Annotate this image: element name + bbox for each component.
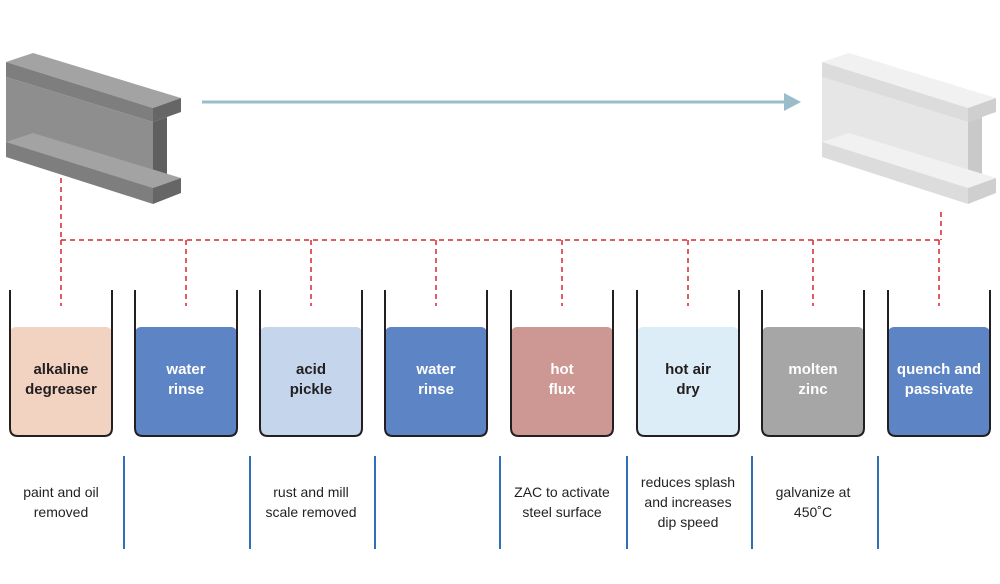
tank-liquid [762, 327, 864, 436]
notes: paint and oil removed rust and mill scale r… [23, 474, 850, 530]
process-note: paint and oil removed [23, 484, 99, 520]
tank-outline [9, 290, 113, 437]
process-tank: acid pickle [259, 290, 363, 437]
beam-top-flange-front [822, 62, 968, 122]
process-tank: hot flux [510, 290, 614, 437]
tank-liquid [385, 327, 487, 436]
tank-outline [134, 290, 238, 437]
tank-label-line1: acid [296, 361, 326, 378]
tank-outline [636, 290, 740, 437]
tank-label-line2: rinse [168, 381, 204, 398]
tank-liquid [511, 327, 613, 436]
tank-outline [510, 290, 614, 437]
process-tank: hot air dry [636, 290, 740, 437]
tank-label-line1: alkaline [33, 361, 88, 378]
process-note-line: steel surface [522, 504, 602, 520]
beam-top-flange-top [6, 53, 181, 108]
tank-label-line1: quench and [897, 361, 981, 378]
tank-label-line2: passivate [905, 381, 973, 398]
tank-label-line2: dry [676, 381, 700, 398]
tanks: alkaline degreaser water rinse acid pickle wat… [9, 290, 991, 437]
process-tank: alkaline degreaser [9, 290, 113, 437]
process-note-line: scale removed [265, 504, 356, 520]
process-note: galvanize at 450˚C [776, 484, 851, 520]
tank-outline [259, 290, 363, 437]
tank-liquid [260, 327, 362, 436]
tank-label-line1: hot air [665, 361, 711, 378]
tank-liquid [637, 327, 739, 436]
tank-liquid [888, 327, 990, 436]
process-note-line: rust and mill [273, 484, 348, 500]
tank-label-line2: zinc [798, 381, 827, 398]
beam-bottom-flange-top [822, 133, 996, 188]
tank-label-line1: water [415, 361, 455, 378]
beam-top-flange-end [968, 98, 996, 122]
tank-outline [384, 290, 488, 437]
beam-web-end [153, 117, 167, 188]
dashed-connector-lines [60, 178, 942, 306]
process-note-line: paint and oil [23, 484, 99, 500]
process-tank: water rinse [384, 290, 488, 437]
tank-label-line2: flux [549, 381, 576, 398]
beam-bottom-flange-front [6, 142, 153, 204]
process-note-line: dip speed [658, 514, 719, 530]
tank-label-line1: hot [550, 361, 573, 378]
tank-label-line1: molten [788, 361, 837, 378]
tank-liquid [10, 327, 112, 436]
process-note-line: and increases [644, 494, 731, 510]
tank-outline [761, 290, 865, 437]
beam-web-end [968, 117, 982, 188]
beam-bottom-flange-end [968, 178, 996, 204]
galvanized-steel-beam-icon [822, 53, 996, 204]
process-note: reduces splash and increases dip speed [641, 474, 735, 530]
process-tank: water rinse [134, 290, 238, 437]
process-note-line: galvanize at [776, 484, 851, 500]
beam-bottom-flange-end [153, 178, 181, 204]
process-note: ZAC to activate steel surface [514, 484, 610, 520]
note-dividers [123, 456, 879, 549]
process-note-line: ZAC to activate [514, 484, 610, 500]
process-note-line: 450˚C [794, 504, 832, 520]
beam-top-flange-top [822, 53, 996, 108]
process-note-line: reduces splash [641, 474, 735, 490]
process-arrow [202, 93, 801, 111]
tank-liquid [135, 327, 237, 436]
beam-bottom-flange-top [6, 133, 181, 188]
process-arrow-head [784, 93, 801, 111]
tank-outline [887, 290, 991, 437]
process-note-line: removed [34, 504, 88, 520]
tank-label-line2: pickle [290, 381, 333, 398]
raw-steel-beam-icon [6, 53, 181, 204]
beam-top-flange-front [6, 62, 153, 122]
process-tank: molten zinc [761, 290, 865, 437]
tank-label-line2: degreaser [25, 381, 97, 398]
beam-bottom-flange-front [822, 142, 968, 204]
tank-label-line1: water [165, 361, 205, 378]
process-tank: quench and passivate [887, 290, 991, 437]
tank-label-line2: rinse [418, 381, 454, 398]
process-note: rust and mill scale removed [265, 484, 356, 520]
beam-top-flange-end [153, 98, 181, 122]
